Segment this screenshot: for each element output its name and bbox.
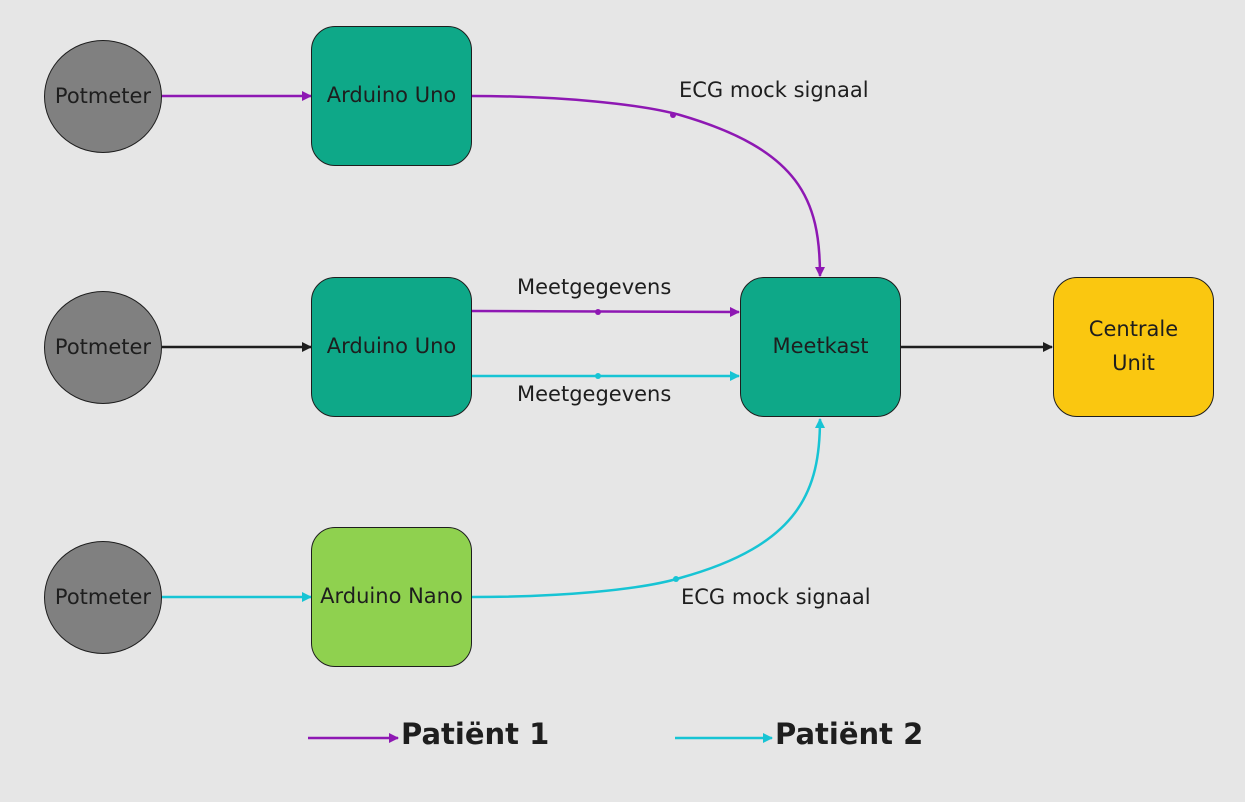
node-label: Arduino Uno — [326, 334, 457, 359]
edge-label-ecg-top: ECG mock signaal — [679, 78, 869, 102]
node-label-line1: Centrale — [1088, 317, 1179, 342]
arduino-nano-node[interactable]: Arduino Nano — [311, 527, 472, 667]
edge-ecg-mock-signal-bottom — [471, 418, 825, 599]
meetkast-node[interactable]: Meetkast — [740, 277, 901, 417]
potmeter-top-node[interactable]: Potmeter — [44, 40, 162, 153]
edge-waypoint-dot — [670, 112, 676, 118]
arduino-uno-middle-node[interactable]: Arduino Uno — [311, 277, 472, 417]
node-label: Potmeter — [54, 83, 152, 108]
edge-label-ecg-bottom: ECG mock signaal — [681, 585, 871, 609]
node-label: Meetkast — [772, 334, 869, 359]
node-label: Arduino Nano — [320, 584, 463, 609]
arduino-uno-top-node[interactable]: Arduino Uno — [311, 26, 472, 166]
potmeter-middle-node[interactable]: Potmeter — [44, 291, 162, 404]
centrale-unit-node[interactable]: Centrale Unit — [1053, 277, 1214, 417]
legend-label-patient2: Patiënt 2 — [775, 717, 924, 751]
edge-ecg-mock-signal-top — [471, 94, 825, 277]
node-label: Arduino Uno — [326, 83, 457, 108]
edge-meetgegevens-patient1 — [471, 306, 740, 317]
node-label: Potmeter — [54, 334, 152, 359]
edge-waypoint-dot — [673, 576, 679, 582]
node-label: Potmeter — [54, 584, 152, 609]
edge-waypoint-dot — [595, 373, 601, 379]
node-label-line2: Unit — [1112, 351, 1155, 375]
edge-label-meetgegevens-patient1: Meetgegevens — [517, 275, 672, 299]
potmeter-bottom-node[interactable]: Potmeter — [44, 541, 162, 654]
edge-waypoint-dot — [595, 309, 601, 315]
legend-label-patient1: Patiënt 1 — [401, 717, 550, 751]
edge-label-meetgegevens-patient2: Meetgegevens — [517, 382, 672, 406]
